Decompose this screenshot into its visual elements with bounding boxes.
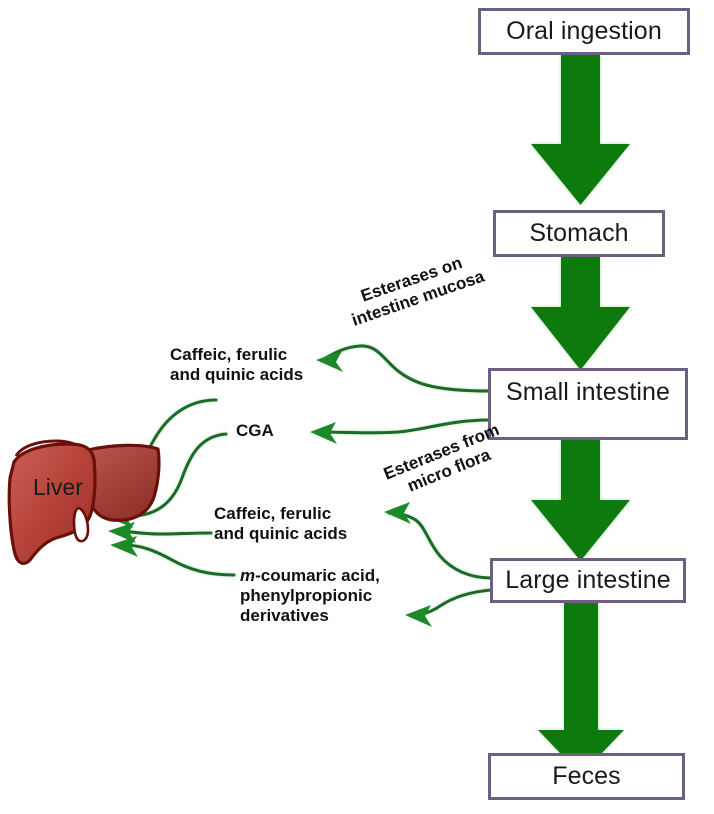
- branch-small-to-caffeic-upper: [320, 344, 491, 393]
- arrow-large-to-feces: [538, 603, 624, 775]
- arrowhead-liver-4: [110, 536, 138, 557]
- arrowhead-coumaric: [405, 605, 432, 627]
- metabolite-label-cga: CGA: [236, 421, 274, 440]
- liver-label: Liver: [33, 474, 83, 500]
- liver-left-lobe: [7, 442, 97, 565]
- node-label-large-intestine: Large intestine: [505, 566, 671, 594]
- metabolite-label-caffeic-upper: Caffeic, ferulic and quinic acids: [170, 345, 304, 385]
- m-coumaric-italic-prefix: m: [240, 566, 256, 585]
- node-label-oral-ingestion: Oral ingestion: [506, 17, 662, 45]
- metabolite-label-m-coumaric: m-coumaric acid, phenylpropionic derivat…: [240, 566, 420, 626]
- m-coumaric-rest: -coumaric acid, phenylpropionic derivati…: [240, 566, 380, 626]
- arrowhead-liver-3: [108, 522, 136, 543]
- node-label-small-intestine: Small intestine: [505, 378, 671, 406]
- metabolite-label-caffeic-lower: Caffeic, ferulic and quinic acids: [214, 504, 348, 544]
- node-label-feces: Feces: [552, 762, 621, 790]
- main-flow-arrows: [531, 55, 630, 775]
- node-stomach[interactable]: Stomach: [493, 210, 665, 257]
- node-feces[interactable]: Feces: [488, 753, 685, 800]
- branch-small-to-cga: [315, 418, 491, 435]
- node-label-stomach: Stomach: [529, 219, 629, 247]
- arrowhead-caffeic-lower: [384, 502, 411, 524]
- arrowhead-cga: [310, 422, 337, 444]
- liver-illustration: [7, 439, 161, 565]
- arrow-stomach-to-small: [531, 257, 630, 370]
- arrow-oral-to-stomach: [531, 55, 630, 205]
- node-small-intestine[interactable]: Small intestine: [488, 368, 688, 440]
- arrowhead-caffeic-upper: [316, 351, 343, 372]
- node-large-intestine[interactable]: Large intestine: [490, 558, 686, 603]
- branch-coumaric-to-liver: [122, 543, 236, 577]
- branch-cga-to-liver: [133, 432, 228, 518]
- node-oral-ingestion[interactable]: Oral ingestion: [478, 8, 690, 55]
- liver-right-lobe: [86, 443, 161, 522]
- arrow-small-to-large: [531, 440, 630, 561]
- gallbladder: [72, 506, 90, 543]
- branch-caffeic-lower-to-liver: [120, 529, 213, 536]
